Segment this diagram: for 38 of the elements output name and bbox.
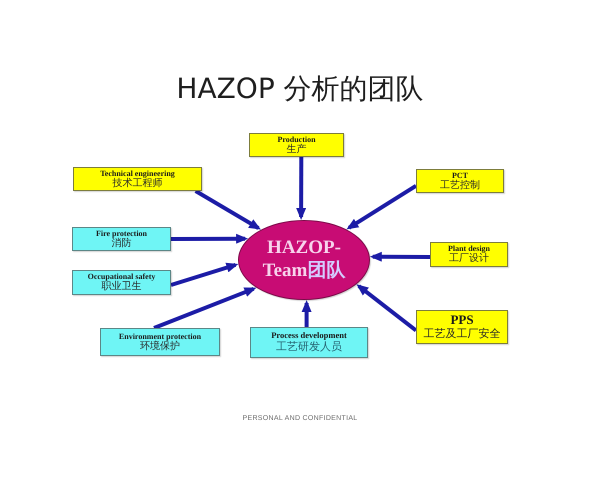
role-box: [416, 169, 504, 193]
arrow: [302, 300, 312, 327]
arrow: [346, 184, 418, 230]
role-box: [250, 327, 368, 358]
role-label: PCT: [452, 170, 468, 180]
role-label: Production: [277, 134, 316, 144]
role-box: [72, 270, 171, 295]
arrow: [170, 262, 238, 287]
role-label-chinese: 工厂设计: [449, 253, 489, 265]
role-box: [430, 242, 508, 267]
role-label: Plant design: [448, 244, 490, 254]
role-label: Occupational safety: [88, 272, 156, 282]
role-label: Environment protection: [118, 332, 202, 341]
arrow: [356, 284, 418, 332]
role-box: [249, 133, 344, 157]
role-box: [100, 328, 220, 356]
role-label-chinese: 工艺控制: [440, 180, 480, 192]
team-label: HAZOP- Team团队: [262, 237, 346, 283]
arrow: [296, 157, 306, 220]
role-label: Process development: [271, 331, 347, 341]
arrow: [171, 234, 248, 244]
role-label-chinese: 技术工程师: [112, 178, 162, 190]
role-label-chinese: 生产: [286, 144, 306, 156]
role-label-chinese: 消防: [112, 238, 132, 250]
role-label-chinese: 环境保护: [140, 340, 180, 352]
role-box: [416, 310, 508, 344]
role-label-chinese: 职业卫生: [102, 281, 142, 293]
arrow: [153, 286, 256, 330]
role-label-chinese: 工艺及工厂安全: [424, 328, 500, 341]
role-label: Technical engineering: [100, 168, 175, 178]
role-label: Fire protection: [96, 228, 148, 238]
role-box: [72, 227, 171, 251]
title: HAZOP 分析的团队: [176, 72, 424, 106]
arrow: [370, 252, 430, 262]
arrow: [194, 189, 261, 230]
role-box: [73, 167, 202, 191]
role-label-chinese: 工艺研发人员: [276, 341, 342, 354]
role-label: PPS: [450, 313, 474, 328]
